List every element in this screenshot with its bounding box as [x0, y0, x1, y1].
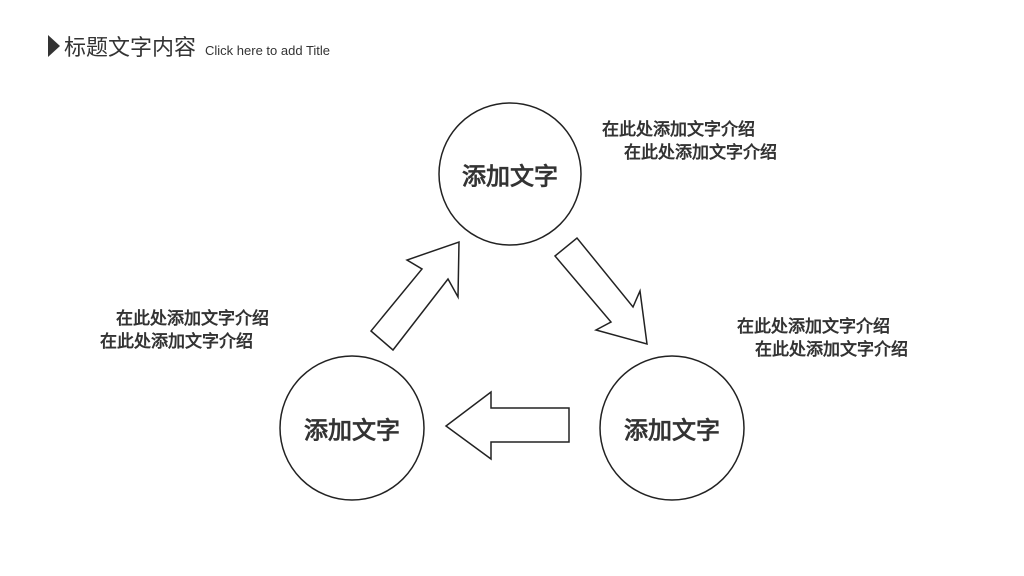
- slide-title[interactable]: 标题文字内容: [64, 36, 197, 61]
- node-label-left[interactable]: 添加文字: [304, 416, 400, 445]
- description-line: 在此处添加文字介绍: [755, 340, 908, 360]
- node-circle-left[interactable]: [279, 355, 425, 501]
- description-top-right[interactable]: 在此处添加文字介绍 在此处添加文字介绍: [602, 119, 777, 165]
- arrow-left-to-top: [369, 240, 460, 352]
- node-circle-top[interactable]: [438, 102, 582, 246]
- slide-header: 标题文字内容 Click here to add Title: [48, 30, 330, 62]
- arrow-right-to-left: [444, 390, 570, 461]
- node-circle-right[interactable]: [599, 355, 745, 501]
- arrow-top-to-right: [553, 236, 648, 346]
- description-line: 在此处添加文字介绍: [100, 332, 253, 352]
- description-line: 在此处添加文字介绍: [116, 309, 269, 329]
- node-label-right[interactable]: 添加文字: [624, 416, 720, 445]
- description-right[interactable]: 在此处添加文字介绍 在此处添加文字介绍: [737, 316, 908, 362]
- description-line: 在此处添加文字介绍: [737, 317, 890, 337]
- description-line: 在此处添加文字介绍: [602, 120, 755, 140]
- title-triangle-icon: [48, 35, 60, 57]
- description-left[interactable]: 在此处添加文字介绍 在此处添加文字介绍: [100, 308, 269, 354]
- description-line: 在此处添加文字介绍: [624, 143, 777, 163]
- node-label-top[interactable]: 添加文字: [462, 162, 558, 191]
- slide-subtitle[interactable]: Click here to add Title: [205, 43, 331, 58]
